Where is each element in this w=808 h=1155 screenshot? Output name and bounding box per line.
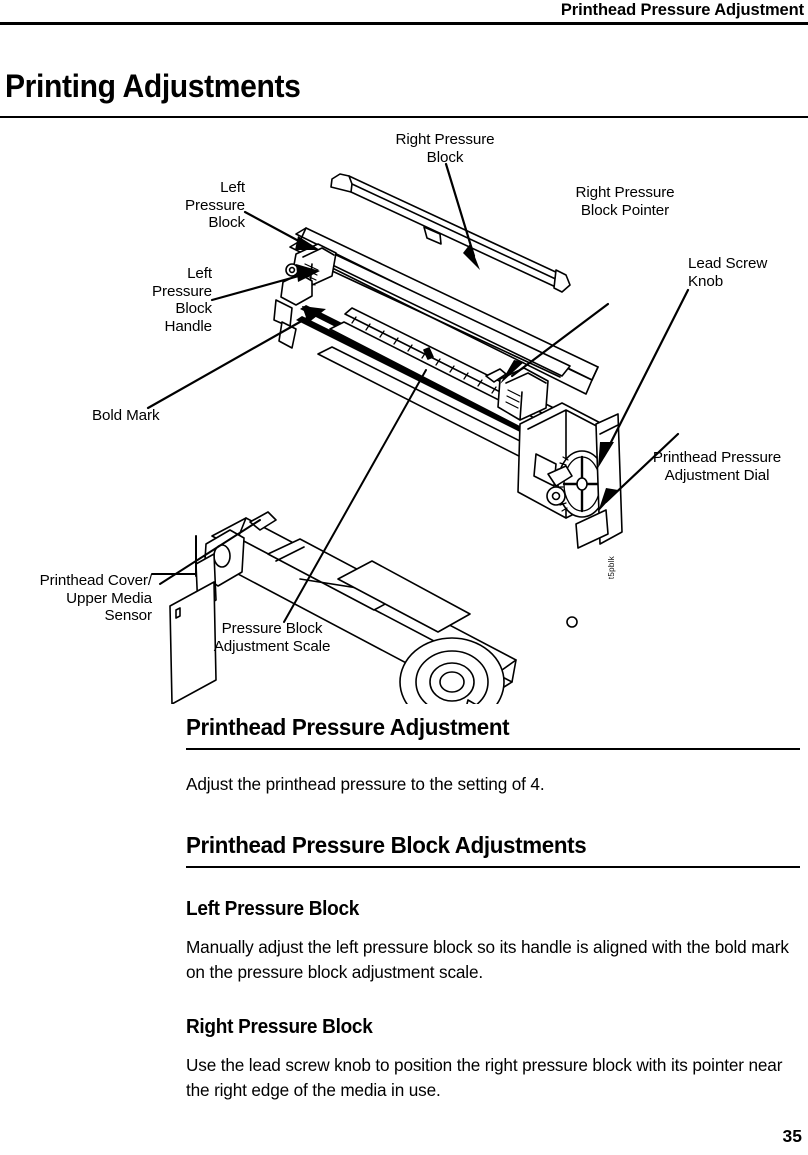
callout-right-pressure-block-pointer: Right Pressure Block Pointer	[575, 184, 675, 219]
paragraph-right-pressure-block: Use the lead screw knob to position the …	[186, 1054, 783, 1101]
page-content: Printhead Pressure Adjustment Adjust the…	[186, 714, 800, 1104]
running-header-title: Printhead Pressure Adjustment	[560, 1, 804, 19]
heading-printhead-pressure-block-adjustments: Printhead Pressure Block Adjustments	[186, 831, 587, 858]
section-divider-2	[186, 865, 800, 868]
callout-left-pressure-block: Left Pressure Block	[185, 179, 245, 231]
figure-id-mark: t5pblk	[607, 556, 616, 580]
chapter-title-divider	[0, 116, 808, 118]
callout-pressure-block-adjustment-scale: Pressure Block Adjustment Scale	[213, 620, 331, 655]
page-header: Printhead Pressure Adjustment	[0, 0, 808, 25]
header-divider	[0, 22, 808, 25]
page-title: Printing Adjustments	[5, 68, 301, 104]
callout-lead-screw-knob: Lead Screw Knob	[688, 255, 768, 290]
heading-printhead-pressure-adjustment: Printhead Pressure Adjustment	[186, 714, 510, 740]
callout-left-pressure-block-handle: Left Pressure Block Handle	[152, 265, 212, 335]
heading-left-pressure-block: Left Pressure Block	[186, 897, 360, 920]
section-divider-1	[186, 748, 800, 750]
printer-mechanism-figure: t5pblk Right Pressure Block Left Pressur…	[0, 124, 808, 704]
callout-right-pressure-block: Right Pressure Block	[395, 131, 495, 166]
callout-printhead-cover-upper-media-sensor: Printhead Cover/ Upper Media Sensor	[39, 572, 152, 624]
callout-printhead-pressure-adjustment-dial: Printhead Pressure Adjustment Dial	[652, 449, 782, 484]
paragraph-left-pressure-block: Manually adjust the left pressure block …	[186, 936, 789, 983]
heading-right-pressure-block: Right Pressure Block	[186, 1015, 373, 1038]
callout-bold-mark: Bold Mark	[92, 407, 160, 424]
printer-line-art	[146, 162, 690, 704]
page-number: 35	[782, 1126, 802, 1146]
paragraph-printhead-pressure-adjustment: Adjust the printhead pressure to the set…	[186, 774, 545, 794]
